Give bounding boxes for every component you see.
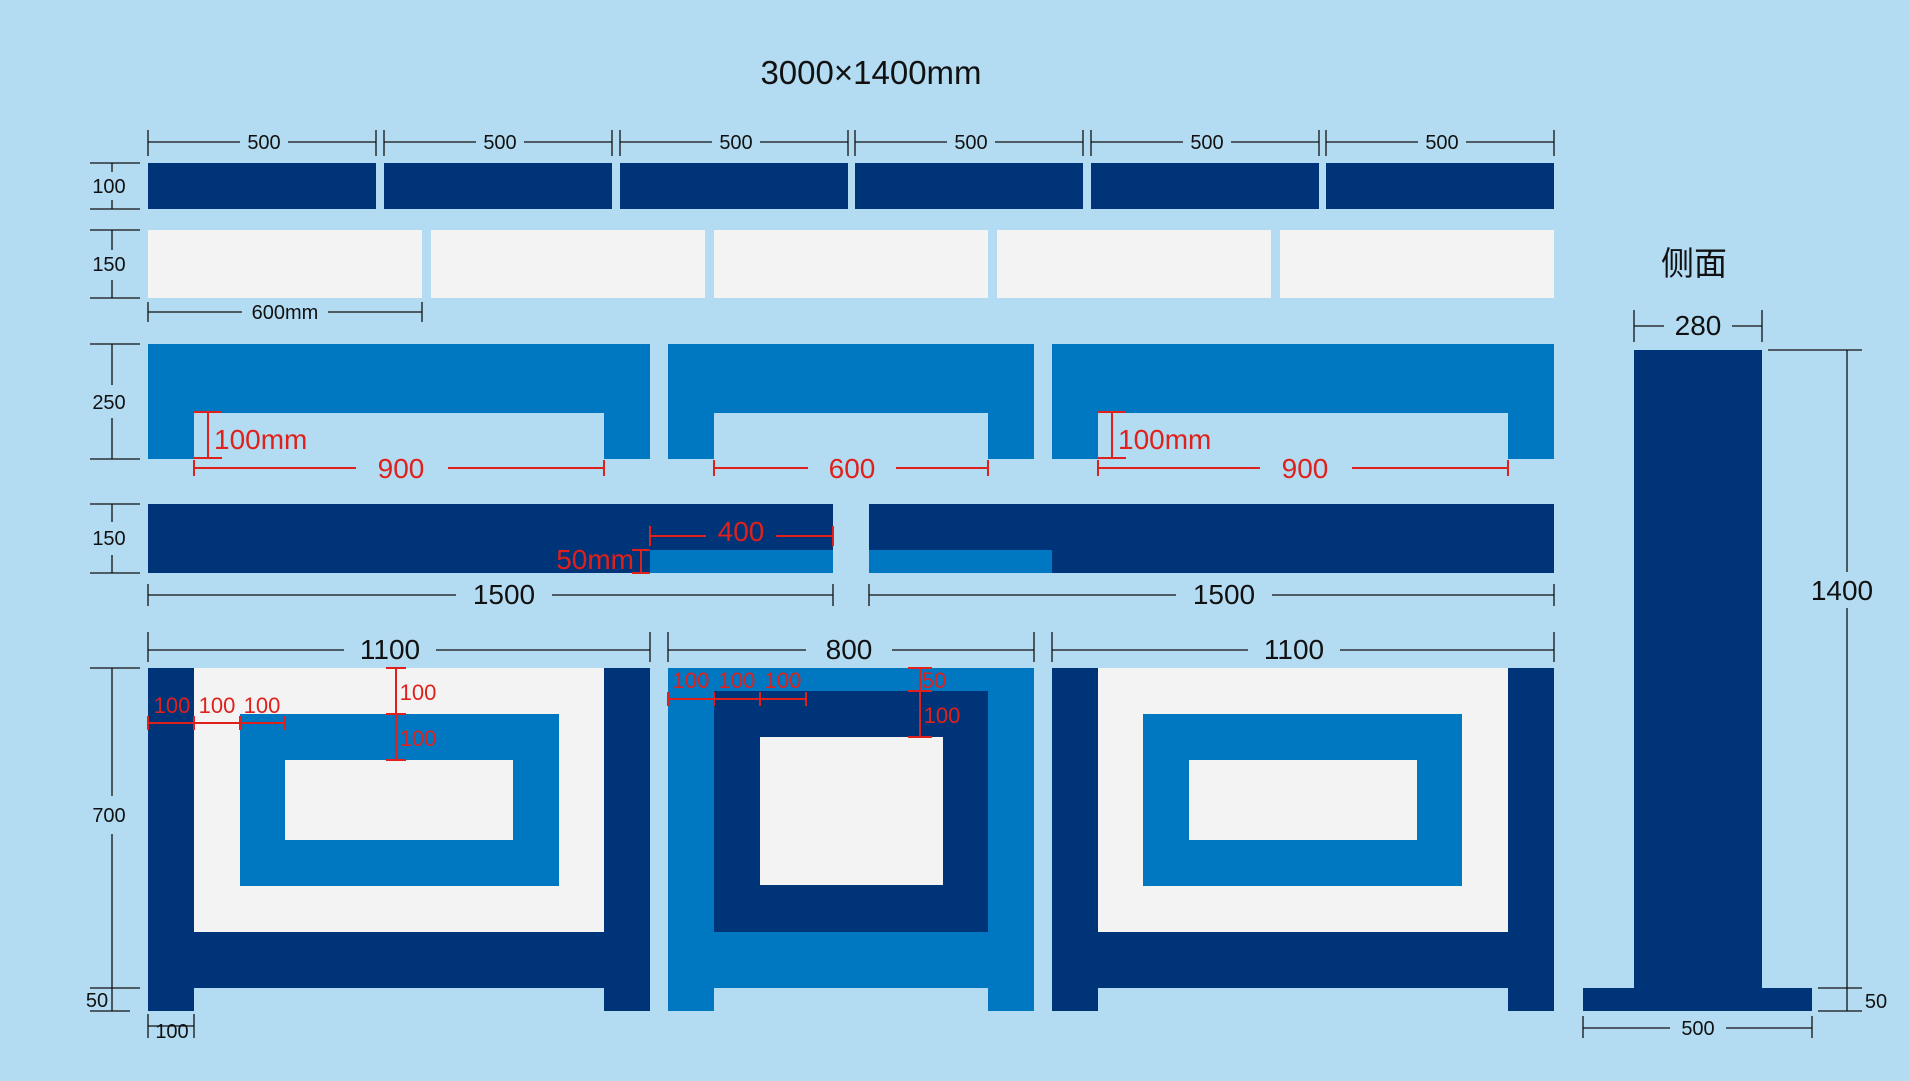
row1-height-label: 100: [92, 176, 125, 198]
bridge-center: [668, 344, 1034, 459]
row5-left-offset-3: 100: [244, 693, 281, 718]
top-block-6: [1326, 163, 1554, 209]
row5-width-label-center: 800: [826, 634, 873, 665]
row4-span-dimensions: [147, 584, 1555, 606]
row5-left-offset-1: 100: [154, 693, 191, 718]
row4-span-label-left: 1500: [473, 579, 535, 610]
diagram-title: 3000×1400mm: [760, 54, 981, 91]
row4-red-dimensions: [632, 526, 834, 574]
side-base-height-label: 50: [1865, 991, 1887, 1013]
row5-width-label-left: 1100: [360, 634, 420, 665]
long-bar-left-step: [650, 550, 833, 573]
row5-center-offset-3: 100: [765, 668, 802, 693]
cabinet-left-panel: [285, 760, 513, 840]
row2-white-blocks: [148, 230, 1554, 298]
cabinet-right: [1052, 668, 1554, 1011]
side-height-label: 1400: [1811, 575, 1873, 606]
cabinet-center-panel: [760, 737, 943, 885]
row4-height-dimension: [90, 503, 140, 574]
white-block-4: [997, 230, 1271, 298]
row5-left-offset-2: 100: [199, 693, 236, 718]
row3-gap-label-1: 900: [378, 453, 425, 484]
row1-segment-label-6: 500: [1425, 132, 1458, 154]
cabinet-center: [668, 668, 1034, 1011]
row5-width-label-right: 1100: [1264, 634, 1324, 665]
row2-width-label: 600mm: [252, 302, 319, 324]
bridge-right: [1052, 344, 1554, 459]
row5-center-offset-1: 100: [673, 668, 710, 693]
row3-gap-label-3: 900: [1282, 453, 1329, 484]
side-width-label: 280: [1675, 310, 1722, 341]
row1-top-blocks: [148, 163, 1554, 209]
side-view-profile: [1583, 350, 1812, 1011]
row4-height-label: 150: [92, 528, 125, 550]
row3-leg-height-label-right: 100mm: [1118, 424, 1211, 455]
white-block-2: [431, 230, 705, 298]
row3-height-dimension: [90, 343, 140, 460]
long-bar-right-step: [869, 550, 1052, 573]
white-block-3: [714, 230, 988, 298]
row5-red-dimensions: [147, 667, 932, 761]
row5-left-vertical-2: 100: [400, 726, 437, 751]
side-view-base: [1583, 988, 1812, 1011]
top-block-5: [1091, 163, 1319, 209]
row3-height-label: 250: [92, 392, 125, 414]
top-block-4: [855, 163, 1083, 209]
row5-height-dimensions: [90, 667, 195, 1038]
cabinet-right-panel: [1189, 760, 1417, 840]
row5-center-offset-2: 100: [719, 668, 756, 693]
top-block-3: [620, 163, 848, 209]
side-view-label: 侧面: [1661, 245, 1727, 282]
bridge-left: [148, 344, 650, 459]
row4-step-width-label: 400: [718, 516, 765, 547]
row5-center-vertical-2: 100: [924, 703, 961, 728]
cabinet-left: [148, 668, 650, 1011]
row5-foot-width-label: 100: [155, 1021, 188, 1043]
row5-center-vertical-1: 50: [922, 668, 946, 693]
row4-step-height-label: 50mm: [556, 544, 634, 575]
top-block-2: [384, 163, 612, 209]
row3-bridge-pieces: [148, 344, 1554, 459]
cabinet-left-frame: [148, 668, 650, 1011]
row1-width-dimensions: [147, 130, 1555, 156]
row5-left-vertical-1: 100: [400, 680, 437, 705]
row1-height-dimension: [90, 162, 140, 210]
row4-long-bars: [148, 504, 1554, 573]
row1-segment-label-2: 500: [483, 132, 516, 154]
row1-segment-label-4: 500: [954, 132, 987, 154]
top-block-1: [148, 163, 376, 209]
row3-leg-height-label-left: 100mm: [214, 424, 307, 455]
white-block-1: [148, 230, 422, 298]
row1-segment-label-5: 500: [1190, 132, 1223, 154]
side-view-post: [1634, 350, 1762, 988]
row3-red-dimensions: [193, 411, 1509, 476]
row5-height-label: 700: [92, 805, 125, 827]
row1-segment-label-1: 500: [247, 132, 280, 154]
row5-width-dimensions: [147, 632, 1555, 662]
row2-height-label: 150: [92, 254, 125, 276]
row4-span-label-right: 1500: [1193, 579, 1255, 610]
cabinet-right-frame: [1052, 668, 1554, 1011]
row3-gap-label-2: 600: [829, 453, 876, 484]
side-base-width-label: 500: [1681, 1018, 1714, 1040]
white-block-5: [1280, 230, 1554, 298]
row1-segment-label-3: 500: [719, 132, 752, 154]
row2-dimensions: [90, 229, 423, 322]
row5-foot-height-label: 50: [86, 990, 108, 1012]
side-view-dimensions: [1582, 310, 1862, 1038]
